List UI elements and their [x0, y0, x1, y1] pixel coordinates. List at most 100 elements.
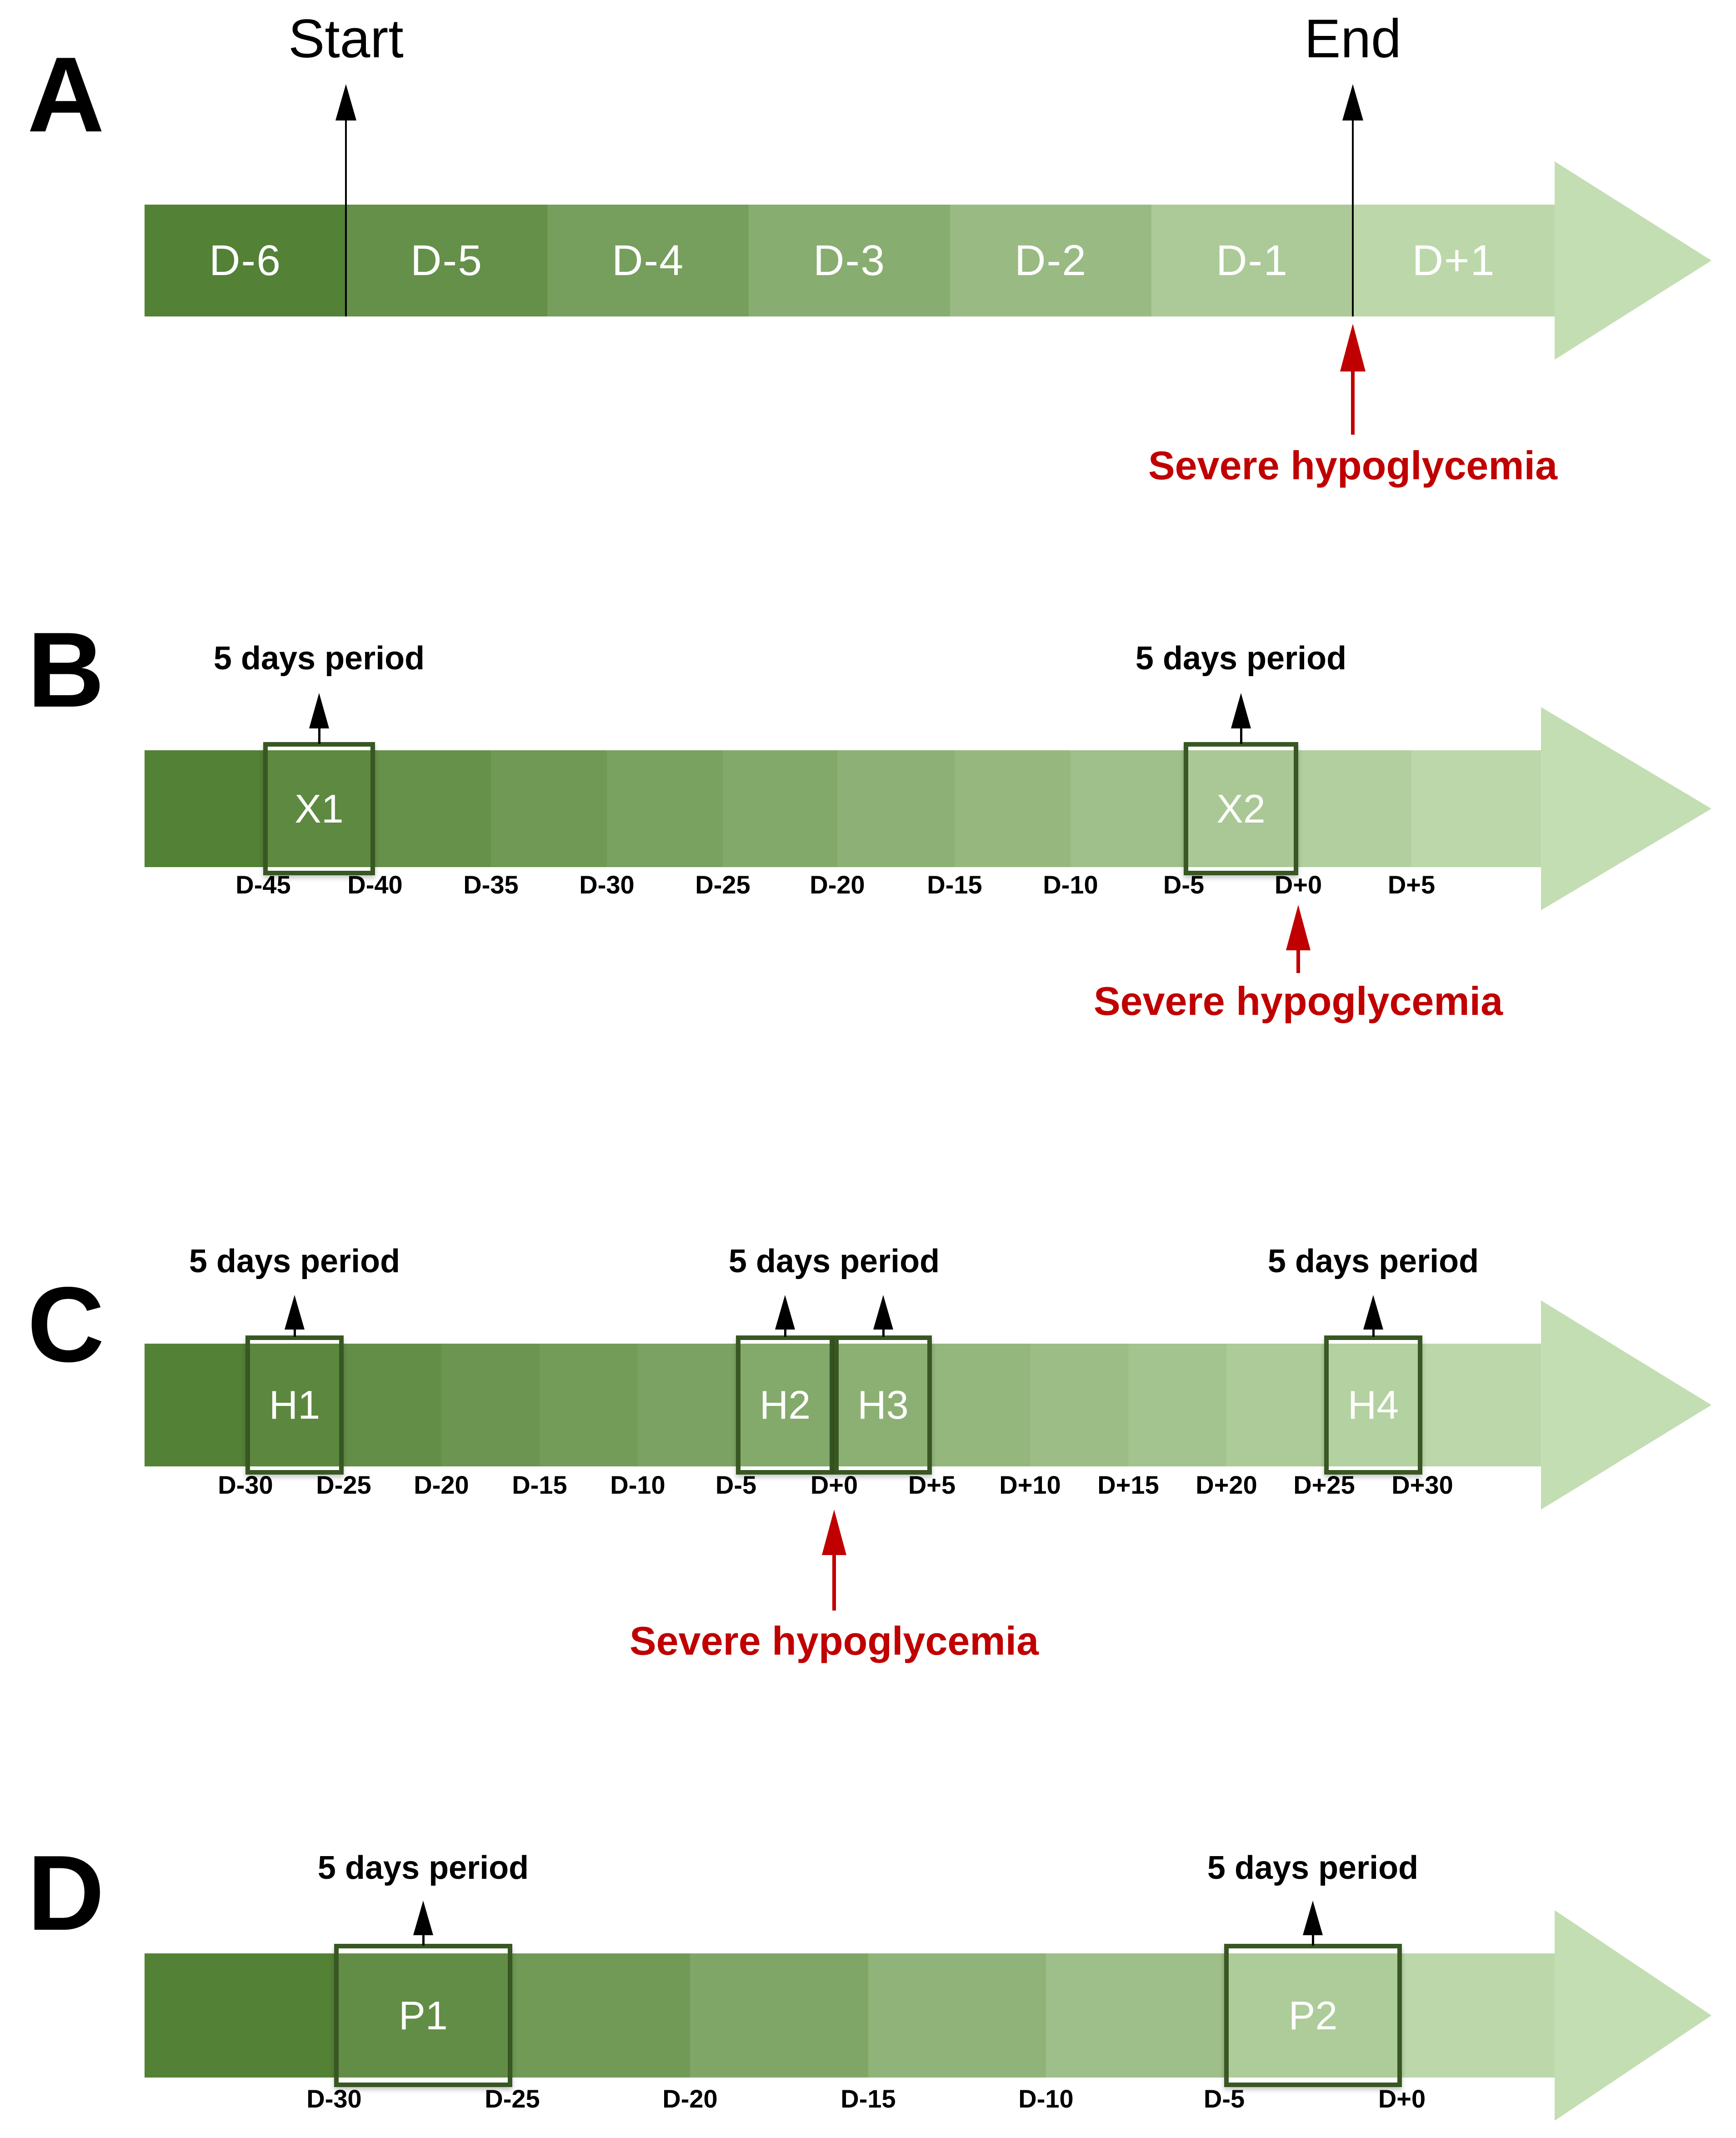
- timeline-segment: [723, 750, 837, 867]
- tick-label-d-20: D-20: [662, 2084, 718, 2113]
- five-days-period-label: 5 days period: [317, 1850, 529, 1886]
- timeline-segment: [736, 1344, 834, 1466]
- tick-label-d-10: D-10: [1043, 870, 1098, 899]
- timeline-segment: [491, 750, 607, 867]
- segment-label: D-3: [813, 236, 886, 285]
- timeline-segment: [245, 1344, 344, 1466]
- timeline-arrowhead: [1541, 707, 1711, 910]
- tick-label-d-45: D-45: [235, 870, 291, 899]
- black-arrow-line: [882, 1327, 885, 1337]
- timeline-segment: [1298, 750, 1411, 867]
- period-box-h4: H4: [1324, 1335, 1422, 1475]
- severe-hypoglycemia-label: Severe hypoglycemia: [1148, 443, 1558, 488]
- red-up-arrowhead-icon: [1286, 905, 1311, 950]
- segment-label: D-2: [1014, 236, 1087, 285]
- timeline-arrowhead: [1555, 1910, 1711, 2121]
- tick-label-d+10: D+10: [999, 1471, 1061, 1499]
- period-box-label: P2: [1288, 1992, 1338, 2038]
- tick-label-d-15: D-15: [512, 1471, 567, 1499]
- timeline-arrowhead: [1555, 161, 1711, 360]
- period-box-p2: P2: [1224, 1944, 1402, 2087]
- five-days-period-label: 5 days period: [213, 640, 425, 677]
- timeline-segment: D-1: [1151, 205, 1353, 316]
- timeline-segment: D-3: [749, 205, 950, 316]
- tick-label-d-30: D-30: [306, 2084, 362, 2113]
- tick-label-d+0: D+0: [810, 1471, 858, 1499]
- black-up-arrowhead-icon: [1342, 84, 1363, 120]
- tick-label-d+20: D+20: [1196, 1471, 1257, 1499]
- timeline-segment: [1128, 1344, 1226, 1466]
- tick-label-d-10: D-10: [1018, 2084, 1074, 2113]
- period-box-label: H2: [759, 1382, 811, 1427]
- period-box-label: X2: [1216, 786, 1266, 831]
- timeline-segment: [607, 750, 723, 867]
- period-box-label: H4: [1347, 1382, 1399, 1427]
- timeline-segment: [690, 1953, 868, 2078]
- tick-label-d+5: D+5: [908, 1471, 956, 1499]
- five-days-period-label: 5 days period: [1135, 640, 1347, 677]
- timeline-segment: [512, 1953, 690, 2078]
- tick-label-d-5: D-5: [1203, 2084, 1245, 2113]
- timeline-segment: [375, 750, 491, 867]
- tick-label-d+0: D+0: [1274, 870, 1322, 899]
- period-box-x1: X1: [263, 742, 375, 875]
- period-box-label: H3: [857, 1382, 909, 1427]
- timeline-segment: [1411, 750, 1541, 867]
- timeline-segment: [1046, 1953, 1224, 2078]
- timeline-segment: D-4: [547, 205, 749, 316]
- timeline-segment: [834, 1344, 932, 1466]
- black-arrow-line: [422, 1932, 425, 1946]
- tick-label-d+30: D+30: [1391, 1471, 1453, 1499]
- tick-label-d-5: D-5: [1163, 870, 1205, 899]
- red-up-arrowhead-icon: [822, 1510, 846, 1555]
- tick-label-d+25: D+25: [1293, 1471, 1355, 1499]
- tick-label-d-15: D-15: [840, 2084, 896, 2113]
- black-arrow-line: [318, 726, 320, 744]
- timeline-segment: [1071, 750, 1184, 867]
- tick-label-d-5: D-5: [715, 1471, 757, 1499]
- tick-label-d-40: D-40: [347, 870, 403, 899]
- timeline-segment: [1224, 1953, 1402, 2078]
- segment-label: D-1: [1216, 236, 1289, 285]
- period-box-p1: P1: [334, 1944, 512, 2087]
- timeline-segment: [145, 1344, 245, 1466]
- black-arrow-line: [293, 1327, 296, 1337]
- timeline-segment: [441, 1344, 540, 1466]
- timeline-segment: [837, 750, 955, 867]
- timeline-segment: [1324, 1344, 1422, 1466]
- tick-label-d-10: D-10: [610, 1471, 665, 1499]
- panel-letter-a: A: [27, 35, 105, 154]
- timeline-segment: D-5: [346, 205, 547, 316]
- red-arrow-line: [1296, 948, 1300, 973]
- segment-label: D-4: [611, 236, 685, 285]
- segment-label: D-6: [209, 236, 282, 285]
- tick-label-d-30: D-30: [218, 1471, 273, 1499]
- timeline-segment: [1422, 1344, 1541, 1466]
- timeline-segment: [334, 1953, 512, 2078]
- segment-label: D-5: [410, 236, 483, 285]
- timeline-segment: [1030, 1344, 1128, 1466]
- black-arrow-line: [1372, 1327, 1375, 1337]
- panel-letter-b: B: [27, 610, 105, 729]
- black-up-arrowhead-icon: [1231, 693, 1251, 728]
- marker-label-start: Start: [288, 8, 404, 69]
- five-days-period-label: 5 days period: [189, 1243, 400, 1280]
- timeline-segment: D+1: [1353, 205, 1555, 316]
- black-up-arrowhead-icon: [775, 1295, 795, 1330]
- tick-label-d-25: D-25: [485, 2084, 540, 2113]
- severe-hypoglycemia-label: Severe hypoglycemia: [629, 1618, 1039, 1663]
- tick-label-d-30: D-30: [579, 870, 635, 899]
- timeline-segment: [1184, 750, 1298, 867]
- five-days-period-label: 5 days period: [1267, 1243, 1479, 1280]
- period-box-h2: H2: [736, 1335, 834, 1475]
- period-box-label: H1: [269, 1382, 320, 1427]
- timeline-segment: [540, 1344, 638, 1466]
- marker-line: [1352, 118, 1354, 316]
- marker-line: [345, 118, 347, 316]
- panel-letter-c: C: [27, 1265, 105, 1384]
- black-arrow-line: [1311, 1932, 1314, 1946]
- black-up-arrowhead-icon: [413, 1901, 433, 1935]
- tick-label-d-25: D-25: [695, 870, 750, 899]
- black-arrow-line: [784, 1327, 786, 1337]
- black-arrow-line: [1240, 726, 1242, 744]
